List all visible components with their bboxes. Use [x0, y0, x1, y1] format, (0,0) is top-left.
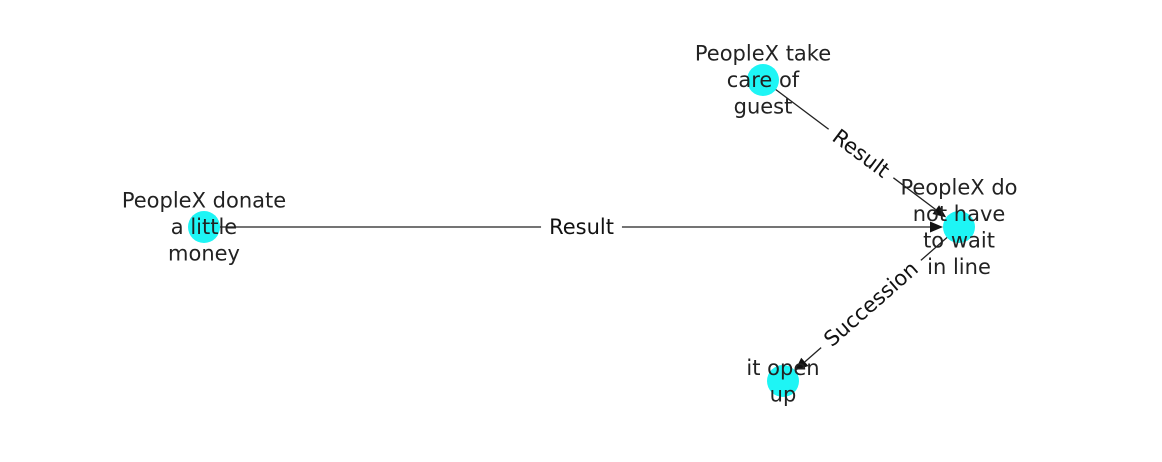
edge-label-background	[812, 250, 930, 358]
node-label: it open	[746, 356, 819, 380]
node-label: care of	[727, 68, 800, 92]
node-n2	[747, 64, 779, 96]
node-label: a little	[171, 215, 237, 239]
node-label: not have	[913, 202, 1006, 226]
node-label: PeopleX donate	[122, 189, 286, 213]
node-label: in line	[927, 255, 991, 279]
node-label: up	[770, 382, 797, 406]
arrowhead-icon	[932, 205, 947, 218]
edge-label-group: Succession	[812, 250, 930, 358]
edge-label: Result	[549, 215, 614, 239]
edge-label: Succession	[819, 257, 923, 352]
node-label: PeopleX do	[900, 175, 1017, 199]
node-n1	[188, 211, 220, 243]
arrowhead-icon	[795, 357, 809, 371]
node-label: PeopleX take	[695, 42, 831, 66]
edge-label-background	[820, 118, 902, 189]
edge-label-group: Result	[541, 214, 622, 240]
node-n4	[767, 365, 799, 397]
nodes-layer	[188, 64, 975, 397]
node-label: to wait	[923, 228, 995, 252]
edge-label: Result	[828, 124, 894, 182]
edge-label-background	[541, 214, 622, 240]
node-label: money	[168, 242, 240, 266]
edge-label-group: Result	[820, 118, 902, 189]
node-n3	[943, 211, 975, 243]
arrowhead-icon	[930, 221, 943, 233]
node-label: guest	[734, 95, 793, 119]
